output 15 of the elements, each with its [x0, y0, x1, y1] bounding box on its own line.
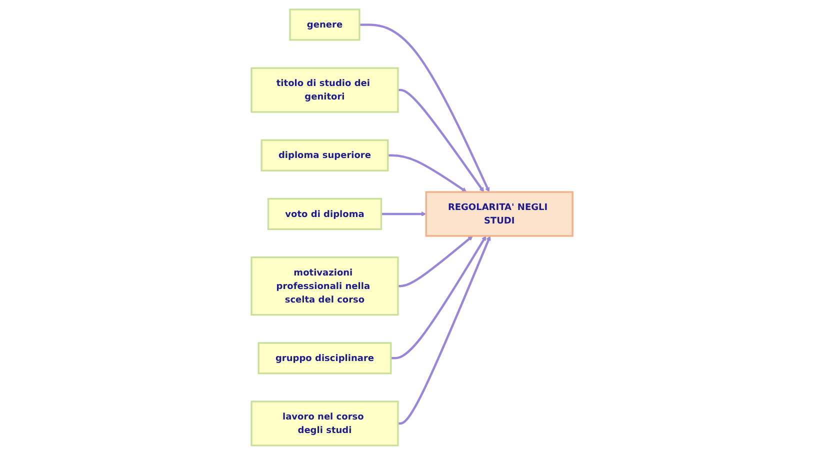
node-box: motivazioni professionali nella scelta del corso: [251, 256, 400, 316]
node-box: gruppo disciplinare: [258, 342, 392, 374]
arrow: [398, 236, 492, 425]
node-box: titolo di studio dei genitori: [251, 67, 400, 113]
node-box: REGOLARITA' NEGLI STUDI: [426, 191, 574, 237]
arrow: [391, 236, 487, 360]
node-box: diploma superiore: [261, 139, 390, 172]
node-box: genere: [290, 8, 361, 41]
node-box: voto di diploma: [268, 198, 382, 230]
node-box: lavoro nel corso degli studi: [251, 400, 400, 446]
arrow: [398, 88, 485, 192]
arrow: [360, 24, 490, 192]
arrow: [382, 212, 427, 216]
arrow: [398, 236, 474, 288]
arrow: [388, 154, 468, 192]
